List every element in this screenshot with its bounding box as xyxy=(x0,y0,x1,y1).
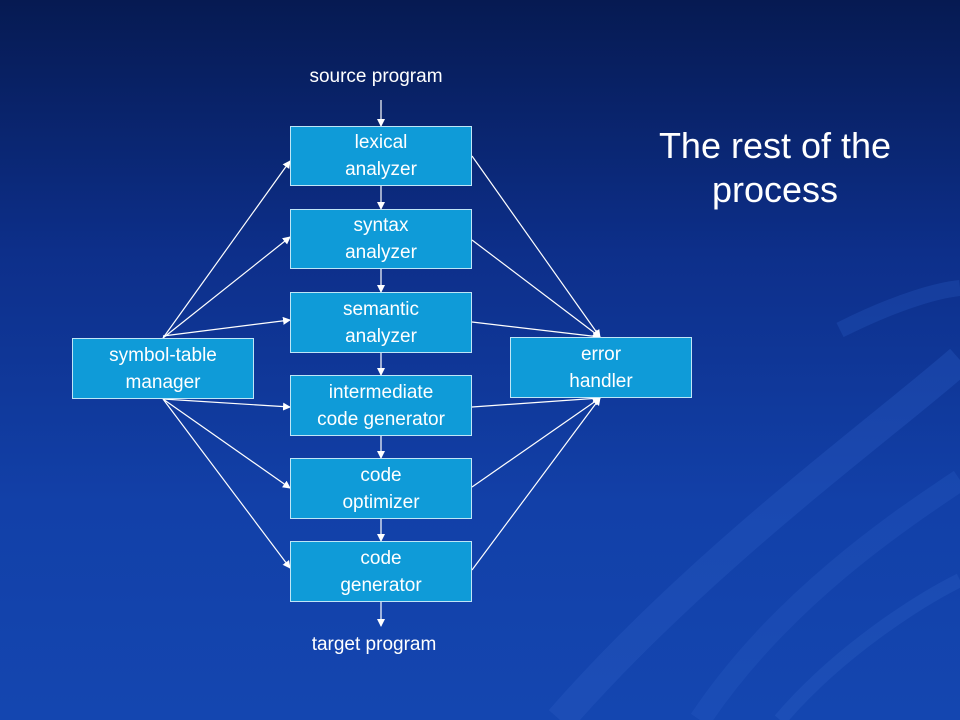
arrow-intermediate-to-error xyxy=(471,394,601,408)
arrow-symtab-to-semantic xyxy=(162,316,291,337)
syntax-analyzer-box: syntax analyzer xyxy=(290,209,472,269)
code-optimizer-box: code optimizer xyxy=(290,458,472,519)
slide-title-line2: process xyxy=(711,169,839,210)
phase-label-line2: analyzer xyxy=(345,159,417,180)
arrow-symtab-to-lexical xyxy=(162,160,291,339)
arrow-symtab-to-generator xyxy=(162,398,291,569)
phase-label-line2: analyzer xyxy=(345,242,417,263)
slide-title: The rest of the process xyxy=(630,124,920,212)
phase-label-line2: optimizer xyxy=(342,491,420,513)
code-generator-box: code generator xyxy=(290,541,472,602)
phase-label-line2: generator xyxy=(340,574,422,596)
semantic-analyzer-box: semantic analyzer xyxy=(290,292,472,353)
intermediate-code-generator-box: intermediate code generator xyxy=(290,375,472,436)
arrow-lexical-to-error xyxy=(471,155,601,338)
arrow-syntax-to-error xyxy=(471,239,601,338)
symbol-table-label-line1: symbol-table xyxy=(109,344,217,366)
slide-title-line1: The rest of the xyxy=(658,125,892,166)
arrow-symtab-to-intermediate xyxy=(162,398,291,411)
arrow-symtab-to-syntax xyxy=(162,236,291,339)
symbol-table-label-line2: manager xyxy=(125,371,201,393)
error-handler-box: error handler xyxy=(510,337,692,398)
phase-label-line2: code generator xyxy=(317,408,445,430)
phase-label-line1: code xyxy=(360,464,402,486)
arrow-semantic-to-error xyxy=(471,321,601,341)
phase-label-line2: analyzer xyxy=(345,325,417,347)
arrow-symtab-to-optimizer xyxy=(162,398,291,489)
error-handler-label-line1: error xyxy=(580,343,622,365)
lexical-analyzer-box: lexical analyzer xyxy=(290,126,472,186)
arrow-optimizer-to-error xyxy=(471,397,601,488)
error-handler-label-line2: handler xyxy=(569,370,633,392)
arrow-generator-to-error xyxy=(471,397,601,571)
phase-label-line1: syntax xyxy=(353,215,409,236)
source-program-label: source program xyxy=(309,66,443,87)
symbol-table-manager-box: symbol-table manager xyxy=(72,338,254,399)
phase-label-line1: intermediate xyxy=(328,381,434,403)
target-program-label: target program xyxy=(311,634,437,655)
phase-label-line1: semantic xyxy=(342,298,420,320)
phase-label-line1: code xyxy=(360,547,402,569)
phase-label-line1: lexical xyxy=(354,132,408,153)
